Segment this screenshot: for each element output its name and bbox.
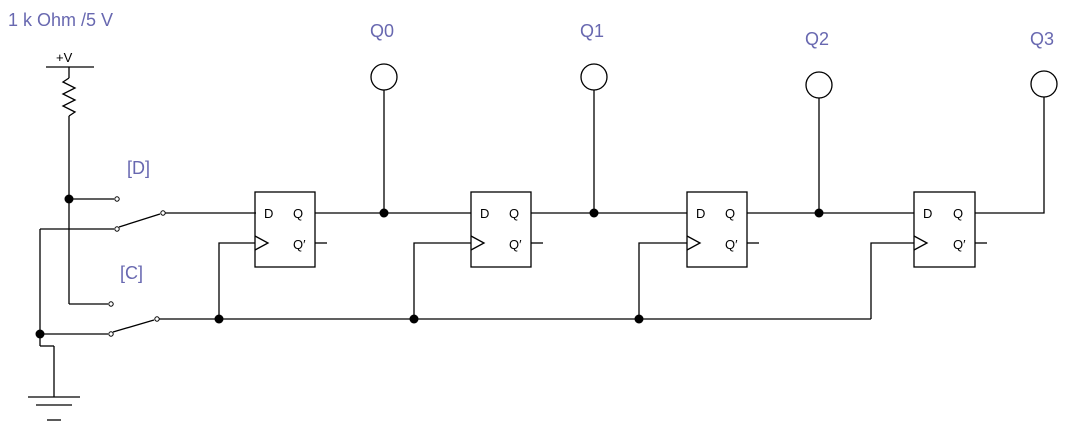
ff-d-label: D	[264, 206, 273, 221]
clock-switch: [C]	[40, 263, 871, 337]
ff-q-label: Q	[509, 206, 519, 221]
flipflop-0: D Q Q′	[254, 191, 327, 268]
ff-qbar-label: Q′	[953, 237, 966, 252]
data-switch-label: [D]	[127, 158, 150, 178]
output-label-q1: Q1	[580, 21, 604, 41]
output-label-q0: Q0	[370, 21, 394, 41]
junction-dot	[35, 329, 45, 339]
ground-symbol	[28, 229, 80, 421]
output-q2: Q2	[805, 29, 833, 218]
output-q3: Q3	[1030, 29, 1058, 98]
clock-path	[214, 242, 914, 324]
supply-label: +V	[56, 50, 73, 65]
probe-circle	[805, 71, 833, 99]
source-label: 1 k Ohm /5 V	[8, 10, 113, 30]
resistor	[61, 77, 77, 117]
ff-d-label: D	[480, 206, 489, 221]
supply-symbol: +V	[46, 50, 94, 304]
ff-q-label: Q	[953, 206, 963, 221]
ff-qbar-label: Q′	[725, 237, 738, 252]
data-switch: [D]	[40, 158, 256, 232]
ff-d-label: D	[696, 206, 705, 221]
output-label-q3: Q3	[1030, 29, 1054, 49]
flipflop-2: D Q Q′	[686, 191, 759, 268]
probe-circle	[370, 63, 398, 91]
ff-qbar-label: Q′	[509, 237, 522, 252]
ff-q-label: Q	[725, 206, 735, 221]
ff-qbar-label: Q′	[293, 237, 306, 252]
probe-circle	[580, 63, 608, 91]
ff-d-label: D	[923, 206, 932, 221]
probe-circle	[1030, 70, 1058, 98]
flipflop-3: D Q Q′	[913, 191, 987, 268]
data-path	[315, 96, 1045, 214]
ff-q-label: Q	[293, 206, 303, 221]
flipflop-1: D Q Q′	[470, 191, 543, 268]
output-q1: Q1	[580, 21, 608, 218]
output-q0: Q0	[370, 21, 398, 218]
junction-dot	[64, 194, 74, 204]
clock-switch-label: [C]	[120, 263, 143, 283]
output-label-q2: Q2	[805, 29, 829, 49]
